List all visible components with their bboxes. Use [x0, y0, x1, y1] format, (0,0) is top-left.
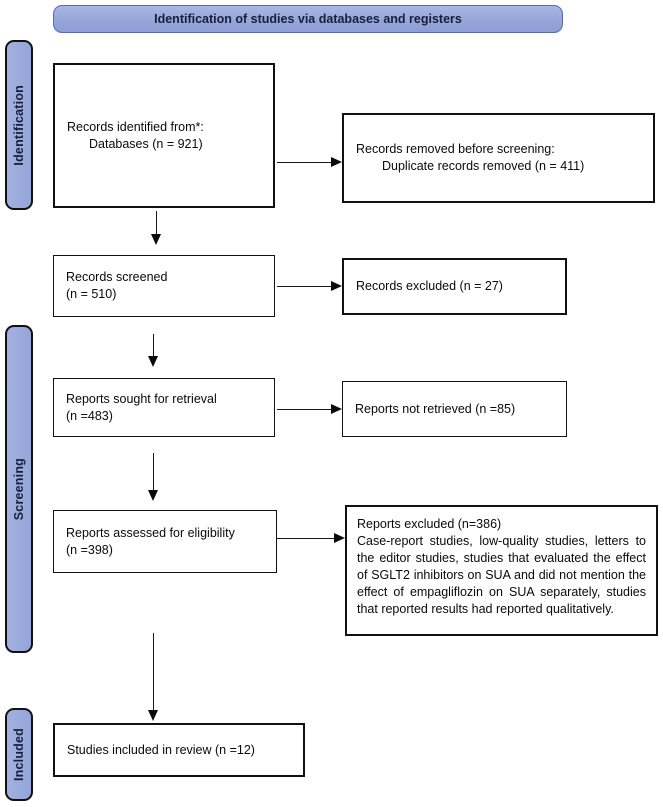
records-identified-line2: Databases (n = 921)	[89, 136, 203, 151]
reports-sought-line1: Reports sought for retrieval	[66, 391, 217, 406]
box-records-identified: Records identified from*: Databases (n =…	[53, 63, 275, 208]
arrow-assessed-to-reports-excluded	[277, 533, 345, 543]
arrow-assessed-to-included	[148, 633, 158, 721]
arrow-identified-to-removed	[277, 157, 342, 167]
stage-screening: Screening	[5, 325, 33, 653]
arrow-line	[152, 453, 154, 490]
stage-identification-label: Identification	[12, 84, 26, 166]
box-records-removed: Records removed before screening: Duplic…	[342, 113, 655, 203]
box-records-screened: Records screened (n = 510)	[53, 255, 275, 317]
arrowhead-down-icon	[148, 356, 158, 367]
diagram-title: Identification of studies via databases …	[154, 12, 462, 26]
arrow-line	[277, 161, 331, 163]
studies-included-line1: Studies included in review (n =12)	[67, 742, 255, 757]
box-reports-sought: Reports sought for retrieval (n =483)	[53, 378, 275, 437]
arrow-line	[155, 211, 157, 234]
stage-screening-label: Screening	[12, 457, 26, 521]
box-studies-included: Studies included in review (n =12)	[53, 723, 305, 777]
arrow-line	[277, 285, 331, 287]
arrow-screened-to-sought	[148, 334, 158, 367]
arrowhead-right-icon	[331, 281, 342, 291]
reports-assessed-line2: (n =398)	[66, 542, 113, 557]
reports-excluded-body: Case-report studies, low-quality studies…	[357, 534, 646, 616]
reports-not-retrieved-line1: Reports not retrieved (n =85)	[355, 401, 516, 416]
arrow-line	[277, 408, 331, 410]
arrowhead-down-icon	[148, 490, 158, 501]
arrowhead-down-icon	[148, 710, 158, 721]
arrow-screened-to-excluded	[277, 281, 342, 291]
arrowhead-right-icon	[334, 533, 345, 543]
arrow-sought-to-assessed	[148, 453, 158, 501]
arrow-sought-to-not-retrieved	[277, 404, 342, 414]
reports-sought-line2: (n =483)	[66, 408, 113, 423]
stage-included: Included	[5, 708, 33, 801]
box-reports-not-retrieved: Reports not retrieved (n =85)	[342, 381, 567, 437]
box-reports-excluded: Reports excluded (n=386) Case-report stu…	[345, 505, 658, 636]
stage-included-label: Included	[12, 728, 26, 781]
arrowhead-right-icon	[331, 404, 342, 414]
records-excluded-line1: Records excluded (n = 27)	[356, 279, 503, 293]
arrowhead-right-icon	[331, 157, 342, 167]
arrow-identified-to-screened	[151, 211, 161, 245]
stage-identification: Identification	[5, 40, 33, 210]
box-records-excluded: Records excluded (n = 27)	[342, 258, 567, 315]
diagram-title-banner: Identification of studies via databases …	[53, 5, 563, 33]
records-identified-line1: Records identified from*:	[67, 119, 204, 134]
reports-assessed-line1: Reports assessed for eligibility	[66, 525, 235, 540]
records-removed-line1: Records removed before screening:	[356, 142, 555, 156]
arrow-line	[277, 537, 334, 539]
reports-excluded-line1: Reports excluded (n=386)	[357, 517, 502, 531]
arrow-line	[152, 334, 154, 356]
arrow-line	[152, 633, 154, 710]
records-screened-line2: (n = 510)	[66, 287, 117, 301]
arrowhead-down-icon	[151, 234, 161, 245]
records-screened-line1: Records screened	[66, 270, 168, 284]
box-reports-assessed: Reports assessed for eligibility (n =398…	[53, 510, 277, 573]
records-removed-line2: Duplicate records removed (n = 411)	[382, 159, 585, 173]
